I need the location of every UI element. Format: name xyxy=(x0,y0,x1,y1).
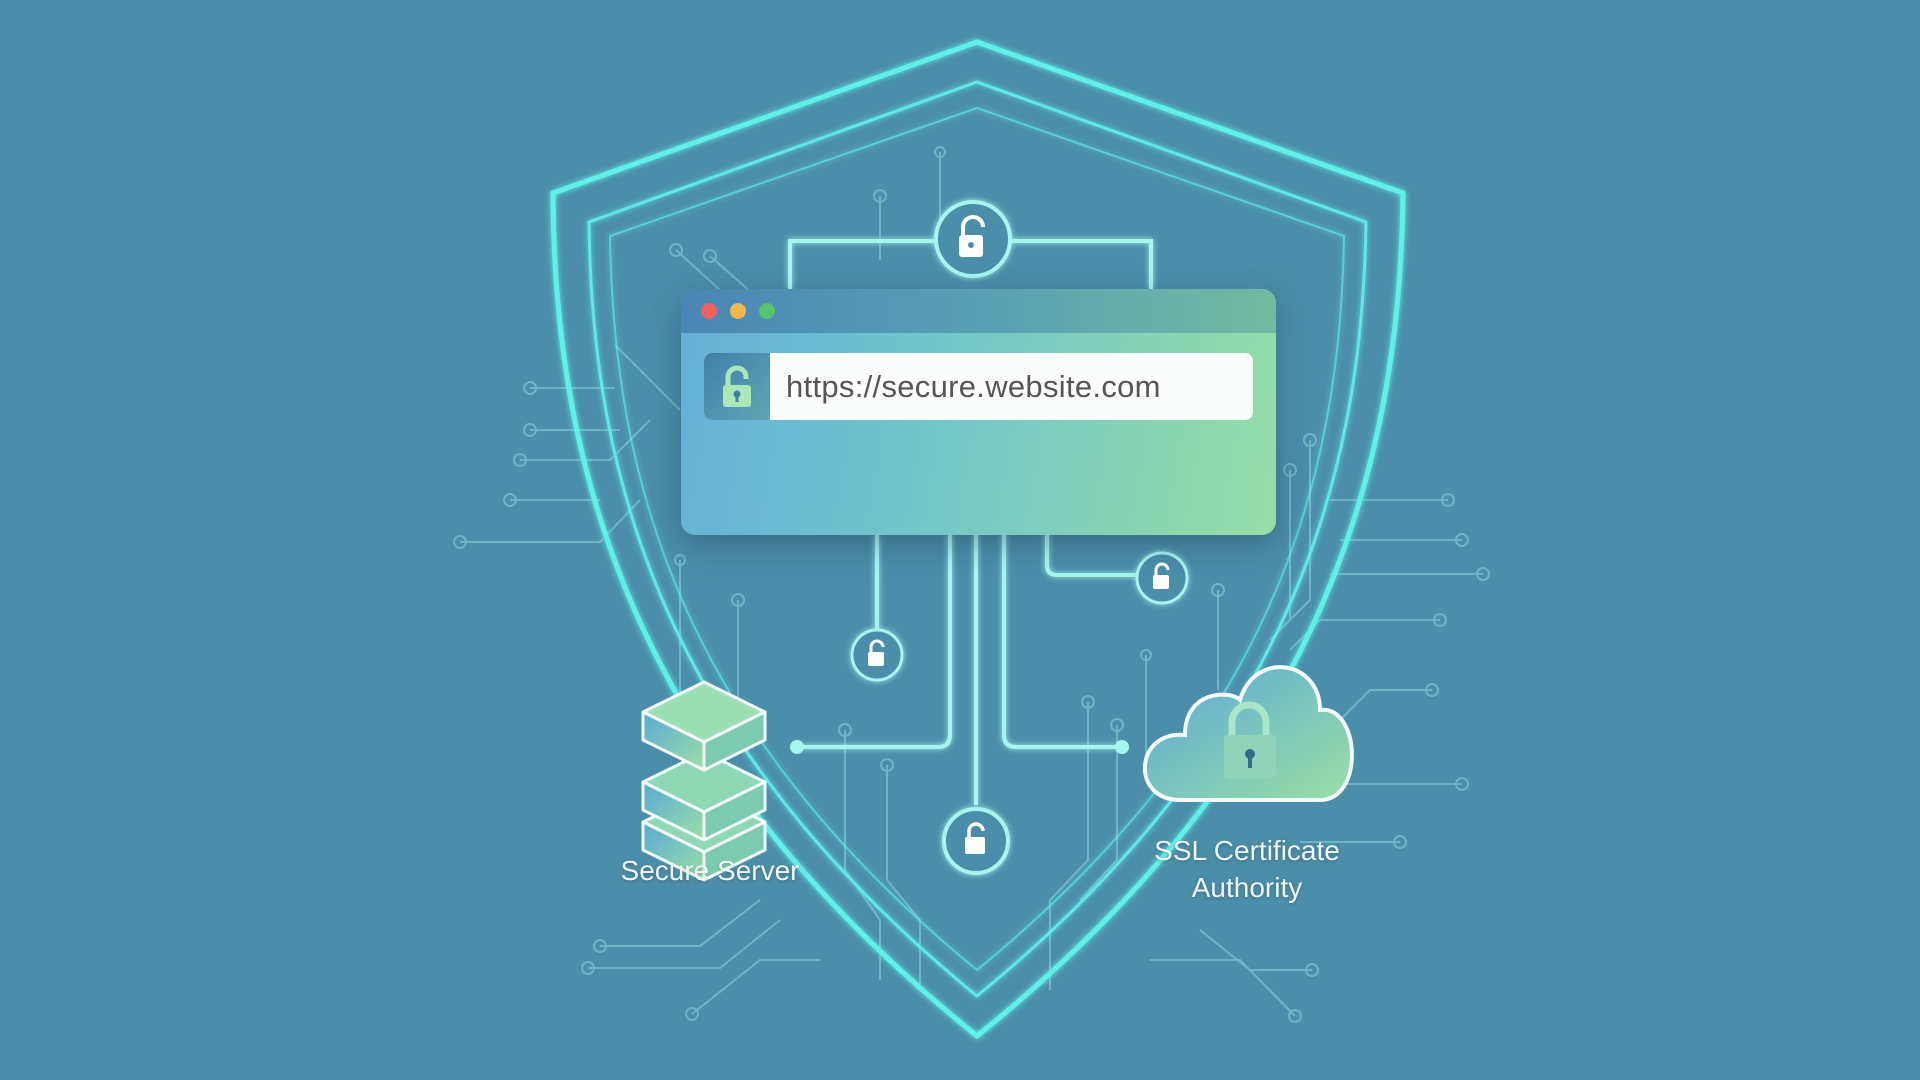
ssl-ca-label-line2: Authority xyxy=(1191,872,1303,903)
minimize-button[interactable] xyxy=(730,303,746,319)
server-icon xyxy=(641,680,767,882)
lock-node-icon xyxy=(942,807,1010,875)
lock-node-icon xyxy=(1135,551,1189,605)
secure-server-label: Secure Server xyxy=(620,855,800,886)
ssl-ca-label-line1: SSL Certificate xyxy=(1154,835,1340,866)
maximize-button[interactable] xyxy=(759,303,775,319)
url-text[interactable]: https://secure.website.com xyxy=(786,368,1161,404)
browser-titlebar xyxy=(681,289,1276,333)
shield-outline xyxy=(550,39,1406,1040)
padlock-icon[interactable] xyxy=(704,353,770,420)
connection-node xyxy=(790,740,804,754)
ssl-ca-label: SSL Certificate Authority xyxy=(1110,832,1384,906)
close-button[interactable] xyxy=(701,303,717,319)
browser-window: https://secure.website.com xyxy=(681,289,1276,535)
connection-node xyxy=(1115,740,1129,754)
lock-node-icon xyxy=(934,200,1012,278)
address-bar[interactable]: https://secure.website.com xyxy=(704,353,1253,420)
cloud-lock-icon xyxy=(1143,665,1354,802)
lock-node-icon xyxy=(850,628,904,682)
